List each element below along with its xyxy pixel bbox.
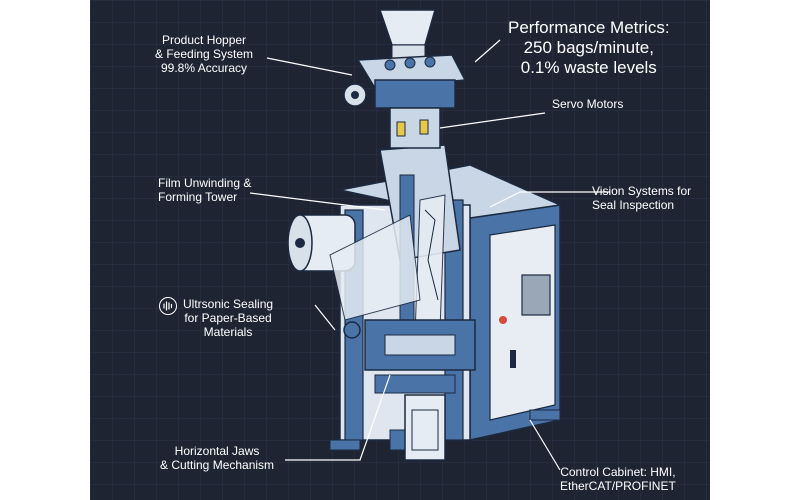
label-performance-metrics: Performance Metrics: 250 bags/minute, 0.…	[508, 18, 670, 78]
diagram-canvas: Product Hopper & Feeding System 99.8% Ac…	[90, 0, 710, 500]
label-hopper-line-3: 99.8% Accuracy	[161, 61, 248, 75]
label-hopper: Product Hopper & Feeding System 99.8% Ac…	[155, 33, 253, 75]
ultrasonic-wave-icon	[159, 297, 177, 315]
label-control-cabinet: Control Cabinet: HMI, EtherCAT/PROFINET	[560, 465, 676, 493]
label-ultrasonic-sealing: Ultrsonic Sealing for Paper-Based Materi…	[183, 297, 273, 339]
sealing-jaws	[343, 319, 476, 394]
film-roll	[287, 214, 421, 321]
label-vision-line-1: Vision Systems for	[592, 184, 692, 198]
servo-leader	[439, 112, 546, 129]
label-metrics-line-3: 0.1% waste levels	[520, 58, 657, 77]
machine-illustration	[90, 0, 710, 500]
label-ultrasonic-line-1: Ultrsonic Sealing	[183, 297, 274, 311]
label-metrics-line-2: 250 bags/minute,	[523, 38, 654, 57]
servo-motors	[389, 107, 441, 149]
cabinet-leader	[529, 419, 561, 471]
label-ultrasonic-line-2: for Paper-Based	[184, 311, 272, 325]
label-metrics-line-1: Performance Metrics:	[508, 18, 670, 37]
cabinet-handle	[510, 350, 516, 368]
vision-leader-1	[489, 191, 565, 208]
label-hopper-line-1: Product Hopper	[162, 33, 247, 47]
emergency-button	[499, 316, 507, 324]
film-leader	[249, 192, 386, 211]
metrics-leader	[474, 39, 501, 63]
hopper	[343, 9, 467, 109]
callout-lines	[249, 39, 610, 471]
label-vision-systems: Vision Systems for Seal Inspection	[592, 184, 691, 212]
label-film-line-2: Forming Tower	[158, 190, 238, 204]
label-vision-line-2: Seal Inspection	[592, 198, 675, 212]
label-film-line-1: Film Unwinding &	[158, 176, 252, 190]
label-ultrasonic-line-3: Materials	[203, 325, 253, 339]
output-bag	[404, 394, 446, 461]
label-cabinet-line-1: Control Cabinet: HMI,	[560, 465, 676, 479]
ultrasonic-leader	[314, 304, 336, 331]
label-film-unwinding: Film Unwinding & Forming Tower	[158, 176, 251, 204]
jaws-leader	[285, 374, 391, 461]
hopper-leader	[266, 57, 353, 76]
label-servo-line-1: Servo Motors	[552, 97, 624, 111]
label-horizontal-jaws: Horizontal Jaws & Cutting Mechanism	[160, 444, 274, 472]
label-jaws-line-1: Horizontal Jaws	[174, 444, 260, 458]
label-jaws-line-2: & Cutting Mechanism	[160, 458, 275, 472]
label-cabinet-line-2: EtherCAT/PROFINET	[560, 479, 676, 493]
label-hopper-line-2: & Feeding System	[155, 47, 254, 61]
label-servo-motors: Servo Motors	[552, 97, 623, 111]
hmi-screen	[521, 274, 551, 316]
